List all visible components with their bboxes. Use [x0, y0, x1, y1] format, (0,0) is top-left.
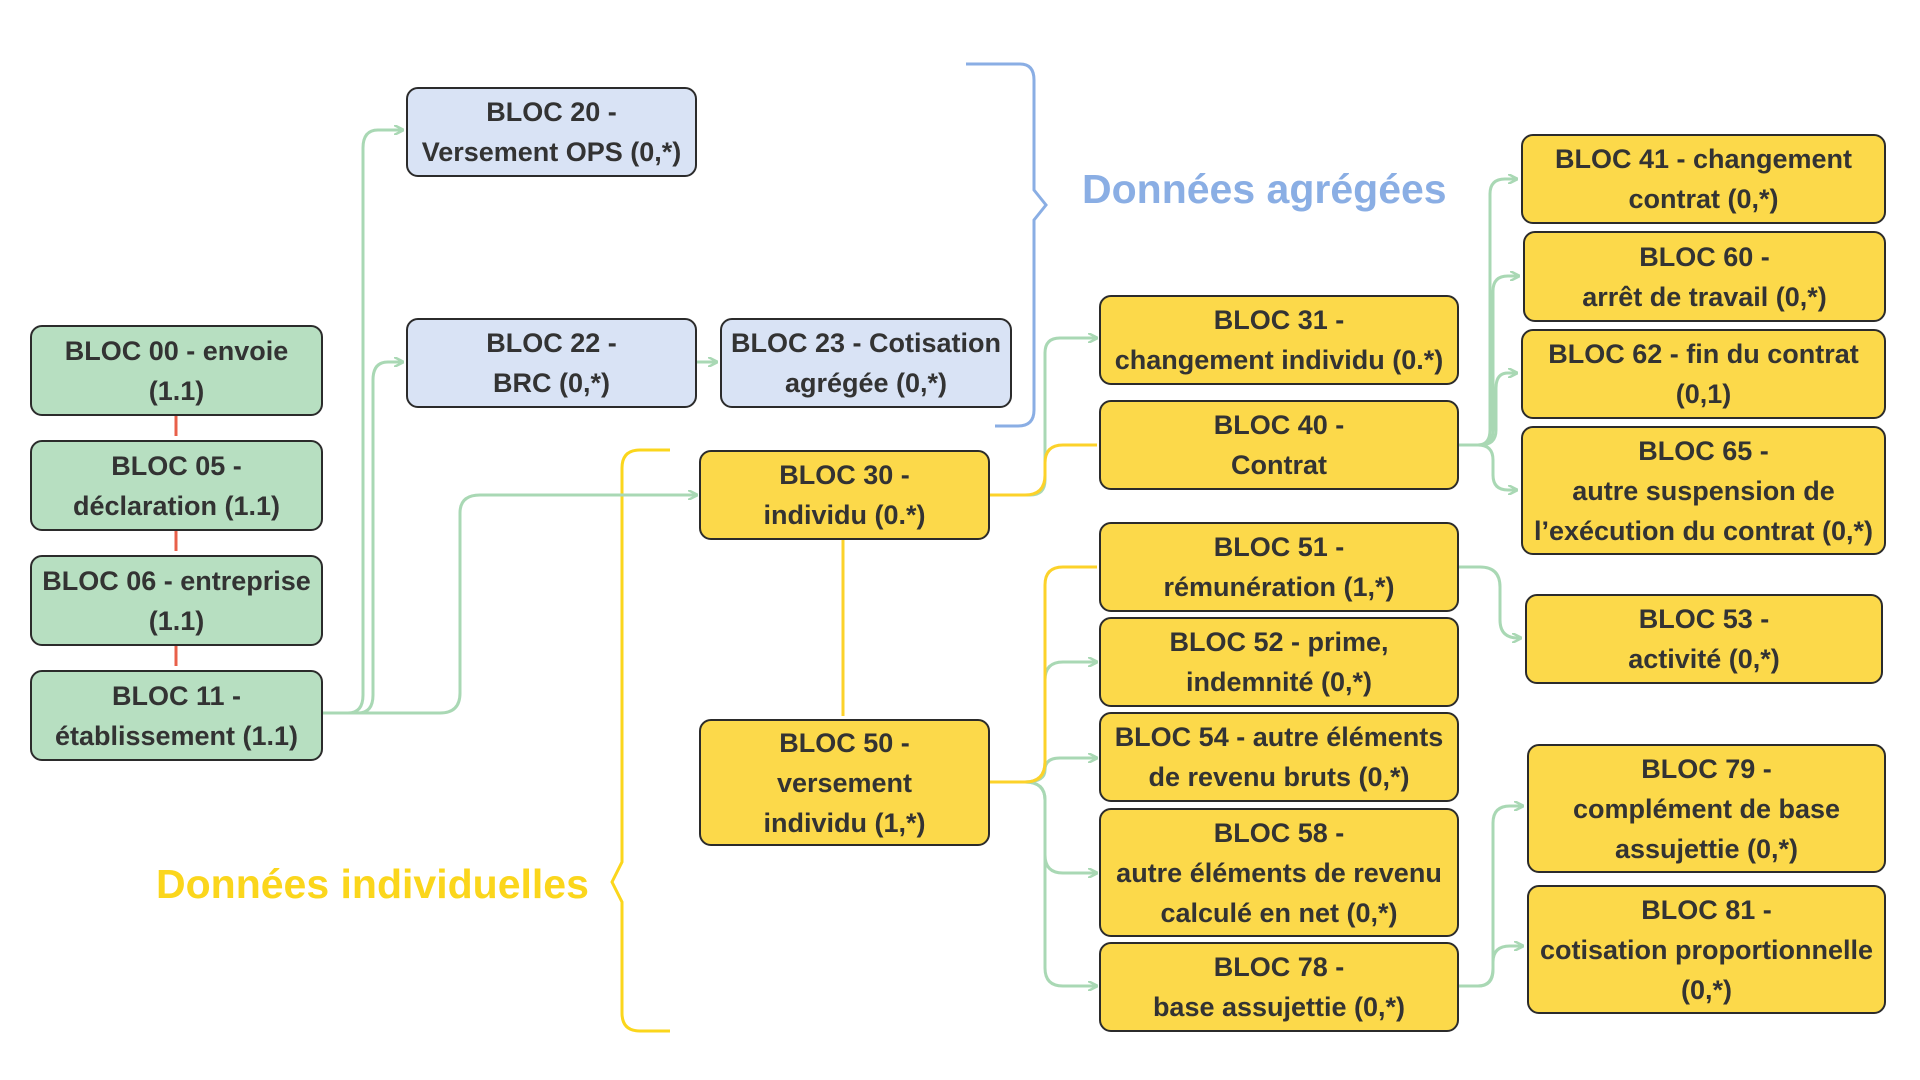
- bloc-53-label: BLOC 53 - activité (0,*): [1628, 604, 1780, 674]
- bloc-00-label: BLOC 00 - envoie (1.1): [64, 335, 289, 406]
- arrow-50-51: [990, 565, 1097, 784]
- bloc-51-label: BLOC 51 - rémunération (1,*): [1163, 532, 1395, 602]
- arrow-30-40: [990, 443, 1097, 497]
- bloc-58-box[interactable]: BLOC 58 - autre éléments de revenu calcu…: [1099, 808, 1459, 937]
- bloc-30-label: BLOC 30 - individu (0.*): [763, 460, 926, 530]
- bloc-06-label: BLOC 06 - entreprise (1.1): [42, 565, 311, 636]
- bloc-62-box[interactable]: BLOC 62 - fin du contrat (0,1): [1521, 329, 1886, 419]
- bloc-51-box[interactable]: BLOC 51 - rémunération (1,*): [1099, 522, 1459, 612]
- brace-individual: [610, 448, 670, 1033]
- arrow-11-20: [323, 130, 403, 715]
- bloc-31-box[interactable]: BLOC 31 - changement individu (0.*): [1099, 295, 1459, 385]
- bloc-54-box[interactable]: BLOC 54 - autre éléments de revenu bruts…: [1099, 712, 1459, 802]
- arrow-11-30: [323, 495, 697, 715]
- arrow-50-78: [990, 780, 1097, 986]
- bloc-23-label: BLOC 23 - Cotisation agrégée (0,*): [730, 328, 1001, 398]
- arrow-40-62: [1459, 373, 1517, 447]
- bloc-06-box[interactable]: BLOC 06 - entreprise (1.1): [30, 555, 323, 646]
- bloc-50-box[interactable]: BLOC 50 - versement individu (1,*): [699, 719, 990, 846]
- bloc-20-label: BLOC 20 - Versement OPS (0,*): [421, 97, 682, 167]
- bloc-78-label: BLOC 78 - base assujettie (0,*): [1152, 952, 1406, 1022]
- arrow-78-79: [1459, 806, 1523, 988]
- bloc-05-label: BLOC 05 - déclaration (1.1): [72, 450, 281, 521]
- bloc-22-box[interactable]: BLOC 22 - BRC (0,*): [406, 318, 697, 408]
- bloc-79-box[interactable]: BLOC 79 - complément de base assujettie …: [1527, 744, 1886, 873]
- bloc-52-label: BLOC 52 - prime, indemnité (0,*): [1169, 627, 1389, 697]
- bloc-65-label: BLOC 65 - autre suspension de l’exécutio…: [1533, 435, 1874, 546]
- bloc-23-box[interactable]: BLOC 23 - Cotisation agrégée (0,*): [720, 318, 1012, 408]
- bloc-20-box[interactable]: BLOC 20 - Versement OPS (0,*): [406, 87, 697, 177]
- bloc-65-box[interactable]: BLOC 65 - autre suspension de l’exécutio…: [1521, 426, 1886, 555]
- bloc-62-label: BLOC 62 - fin du contrat (0,1): [1548, 339, 1859, 409]
- bloc-78-box[interactable]: BLOC 78 - base assujettie (0,*): [1099, 942, 1459, 1032]
- bloc-50-label: BLOC 50 - versement individu (1,*): [763, 727, 926, 838]
- arrow-40-65: [1459, 443, 1517, 490]
- brace-aggregated: [966, 62, 1048, 428]
- bloc-60-label: BLOC 60 - arrêt de travail (0,*): [1582, 241, 1827, 312]
- bloc-11-label: BLOC 11 - établissement (1.1): [54, 680, 299, 751]
- aggregated-data-label: Données agrégées: [1082, 166, 1447, 212]
- bloc-00-box[interactable]: BLOC 00 - envoie (1.1): [30, 325, 323, 416]
- bloc-53-box[interactable]: BLOC 53 - activité (0,*): [1525, 594, 1883, 684]
- bloc-11-box[interactable]: BLOC 11 - établissement (1.1): [30, 670, 323, 761]
- arrow-51-53: [1459, 565, 1521, 638]
- bloc-31-label: BLOC 31 - changement individu (0.*): [1114, 305, 1444, 375]
- bloc-41-label: BLOC 41 - changement contrat (0,*): [1554, 144, 1853, 214]
- bloc-60-box[interactable]: BLOC 60 - arrêt de travail (0,*): [1523, 231, 1886, 322]
- bloc-54-label: BLOC 54 - autre éléments de revenu bruts…: [1114, 722, 1444, 792]
- bloc-79-label: BLOC 79 - complément de base assujettie …: [1572, 753, 1841, 864]
- bloc-22-label: BLOC 22 - BRC (0,*): [486, 328, 617, 398]
- bloc-41-box[interactable]: BLOC 41 - changement contrat (0,*): [1521, 134, 1886, 224]
- bloc-40-box[interactable]: BLOC 40 - Contrat: [1099, 400, 1459, 490]
- bloc-81-box[interactable]: BLOC 81 - cotisation proportionnelle (0,…: [1527, 885, 1886, 1014]
- bloc-58-label: BLOC 58 - autre éléments de revenu calcu…: [1116, 817, 1442, 928]
- arrow-40-41: [1459, 179, 1517, 447]
- individual-data-label: Données individuelles: [156, 861, 589, 907]
- bloc-52-box[interactable]: BLOC 52 - prime, indemnité (0,*): [1099, 617, 1459, 707]
- bloc-30-box[interactable]: BLOC 30 - individu (0.*): [699, 450, 990, 540]
- bloc-05-box[interactable]: BLOC 05 - déclaration (1.1): [30, 440, 323, 531]
- bloc-81-label: BLOC 81 - cotisation proportionnelle (0,…: [1539, 894, 1873, 1005]
- arrow-78-81: [1459, 946, 1523, 988]
- bloc-40-label: BLOC 40 - Contrat: [1213, 410, 1345, 480]
